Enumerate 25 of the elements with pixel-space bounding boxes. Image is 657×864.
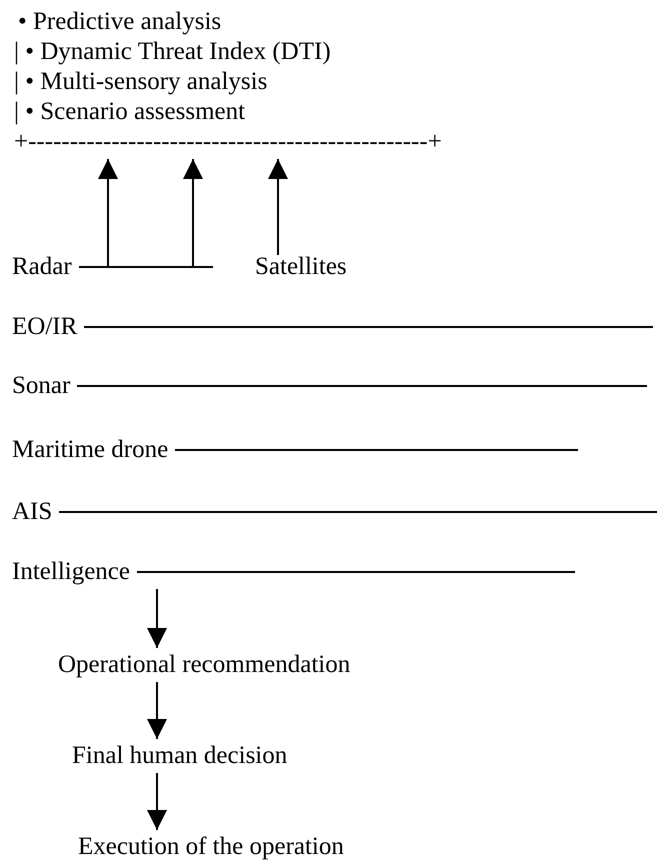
connector-line <box>84 326 653 328</box>
sensor-label: AIS <box>12 497 52 527</box>
ascii-border: +------------------------------------------------+ <box>14 127 442 157</box>
step-label: Operational recommendation <box>58 650 350 680</box>
connector-line <box>137 571 575 573</box>
step-label: Final human decision <box>72 741 288 771</box>
arrow <box>147 682 167 739</box>
sensor-label: Sonar <box>12 371 70 401</box>
bullet-item: • Predictive analysis <box>17 7 222 37</box>
sensor-label: Intelligence <box>12 557 130 587</box>
connector-line <box>59 511 657 513</box>
arrow <box>79 159 214 268</box>
sensor-label: Radar <box>12 252 72 282</box>
connector-line <box>77 385 647 387</box>
arrow <box>268 159 288 255</box>
sensor-label: Maritime drone <box>12 435 168 465</box>
arrow <box>147 773 167 830</box>
bullet-item: | • Scenario assessment <box>14 97 246 127</box>
step-label: Execution of the operation <box>78 832 344 862</box>
sensor-label: Satellites <box>255 252 347 282</box>
sensor-label: EO/IR <box>12 312 78 342</box>
connector-line <box>175 449 578 451</box>
bullet-item: | • Dynamic Threat Index (DTI) <box>14 37 332 67</box>
bullet-item: | • Multi-sensory analysis <box>14 67 268 97</box>
arrow <box>147 589 167 648</box>
